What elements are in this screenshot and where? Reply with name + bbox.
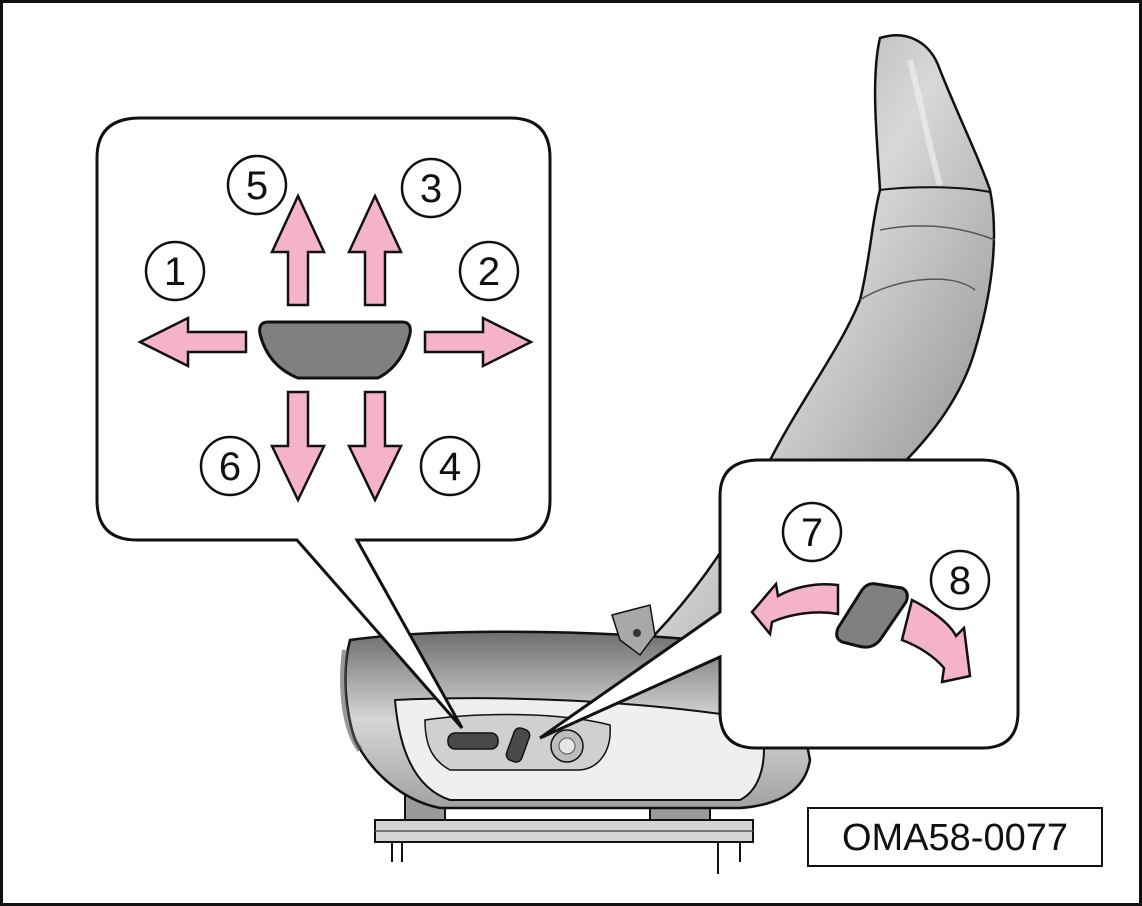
seat-horizontal-switch	[447, 732, 499, 750]
seat-belt-tab	[611, 604, 656, 657]
svg-text:2: 2	[478, 250, 500, 294]
callout-recline-switch: 7 8	[539, 458, 1020, 750]
horizontal-switch-icon	[258, 320, 412, 380]
arrow-icon-recline-backward	[900, 598, 972, 684]
svg-text:3: 3	[420, 167, 442, 211]
arrow-icon-backward	[423, 315, 534, 369]
arrow-icon-recline-forward	[750, 581, 840, 637]
svg-text:7: 7	[801, 511, 823, 555]
callout-3: 3	[400, 157, 462, 219]
svg-text:6: 6	[219, 445, 241, 489]
arrow-icon-forward	[137, 315, 248, 369]
callout-horizontal-switch: 1 2 3 4 5 6	[95, 116, 552, 729]
recline-switch-icon	[835, 582, 909, 649]
figure-code-box: OMA58-0077	[807, 807, 1103, 867]
callout-4: 4	[419, 435, 481, 497]
callout-5: 5	[226, 154, 288, 216]
svg-text:8: 8	[949, 559, 971, 603]
callout-2: 2	[458, 240, 520, 302]
arrow-icon-front-up	[270, 193, 326, 307]
arrow-icon-front-down	[270, 390, 326, 503]
seat-recline-switch	[505, 727, 531, 763]
callout-6: 6	[199, 435, 261, 497]
svg-text:4: 4	[439, 445, 461, 489]
callout-8: 8	[929, 549, 991, 611]
arrow-icon-rear-up	[347, 193, 403, 307]
svg-text:5: 5	[246, 164, 268, 208]
figure-code: OMA58-0077	[842, 817, 1068, 859]
arrow-icon-rear-down	[347, 390, 403, 503]
callout-7: 7	[781, 501, 843, 563]
svg-text:1: 1	[164, 250, 186, 294]
callout-1: 1	[144, 240, 206, 302]
